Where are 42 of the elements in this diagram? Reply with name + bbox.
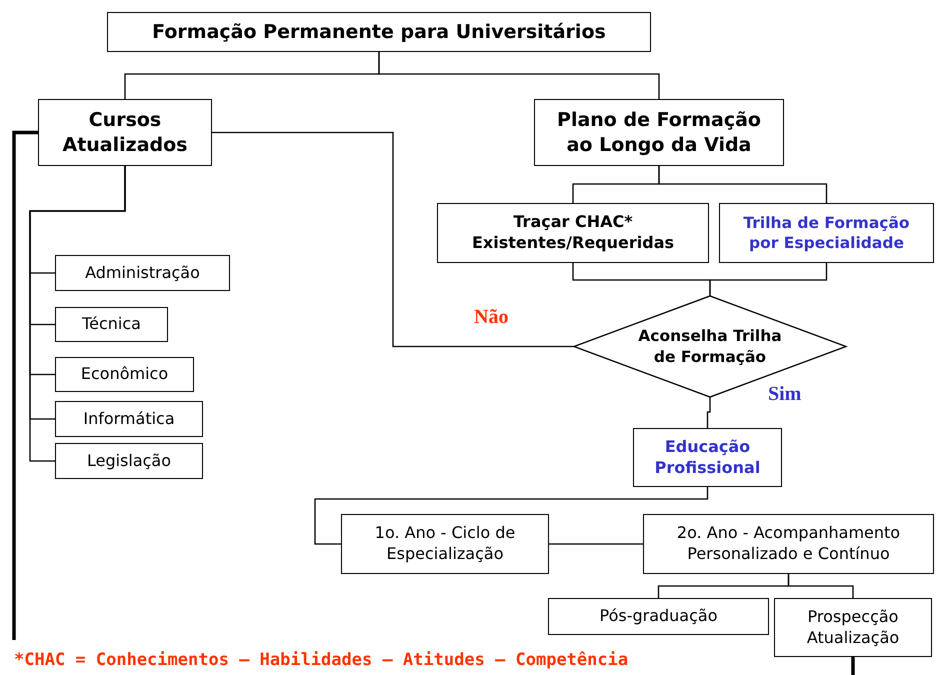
node-text: Cursos Atualizados bbox=[61, 108, 188, 158]
node-text: 2o. Ano - Acompanhamento Personalizado e Contínuo bbox=[676, 523, 902, 565]
node-text: Aconselha Trilha de Formação bbox=[637, 326, 783, 367]
process-box bbox=[55, 307, 168, 342]
connector-line bbox=[12, 130, 38, 640]
connector-line bbox=[851, 657, 855, 675]
process-box bbox=[55, 255, 230, 291]
node-text: Prospecção Atualização bbox=[806, 606, 900, 648]
process-box bbox=[38, 99, 212, 166]
connector-line bbox=[706, 397, 711, 428]
process-box bbox=[774, 598, 932, 657]
node-text: Trilha de Formação por Especialidade bbox=[742, 212, 911, 254]
node-text: Legislação bbox=[86, 450, 172, 472]
connector-line bbox=[658, 166, 828, 203]
process-box bbox=[719, 203, 934, 263]
node-text: Informática bbox=[83, 408, 175, 430]
process-box bbox=[55, 357, 194, 392]
process-box bbox=[534, 99, 784, 166]
node-text: Plano de Formação ao Longo da Vida bbox=[556, 108, 762, 158]
process-box bbox=[341, 514, 549, 574]
connector-line bbox=[709, 263, 828, 296]
connector-line bbox=[212, 132, 574, 348]
process-box bbox=[437, 203, 709, 263]
node-text: Administração bbox=[85, 262, 200, 284]
node-text: Técnica bbox=[82, 314, 141, 335]
node-text: Formação Permanente para Universitários bbox=[152, 20, 606, 44]
process-box bbox=[633, 428, 782, 487]
process-box bbox=[55, 443, 203, 479]
connector-line bbox=[788, 574, 854, 598]
connector-line bbox=[378, 52, 660, 99]
process-box bbox=[55, 401, 203, 437]
node-text: Econômico bbox=[80, 364, 168, 385]
title-box bbox=[107, 12, 651, 52]
process-box bbox=[643, 514, 934, 574]
node-text: Educação Profissional bbox=[654, 436, 762, 478]
node-text: 1o. Ano - Ciclo de Especialização bbox=[374, 523, 516, 565]
connector-line bbox=[314, 487, 708, 545]
footnote: *CHAC = Conhecimentos – Habilidades – Atitudes – Competência bbox=[14, 650, 628, 670]
connector-line bbox=[549, 543, 643, 545]
node-text: Traçar CHAC* Existentes/Requeridas bbox=[470, 212, 676, 254]
node-text: Pós-graduação bbox=[599, 606, 718, 627]
process-box bbox=[548, 598, 769, 635]
